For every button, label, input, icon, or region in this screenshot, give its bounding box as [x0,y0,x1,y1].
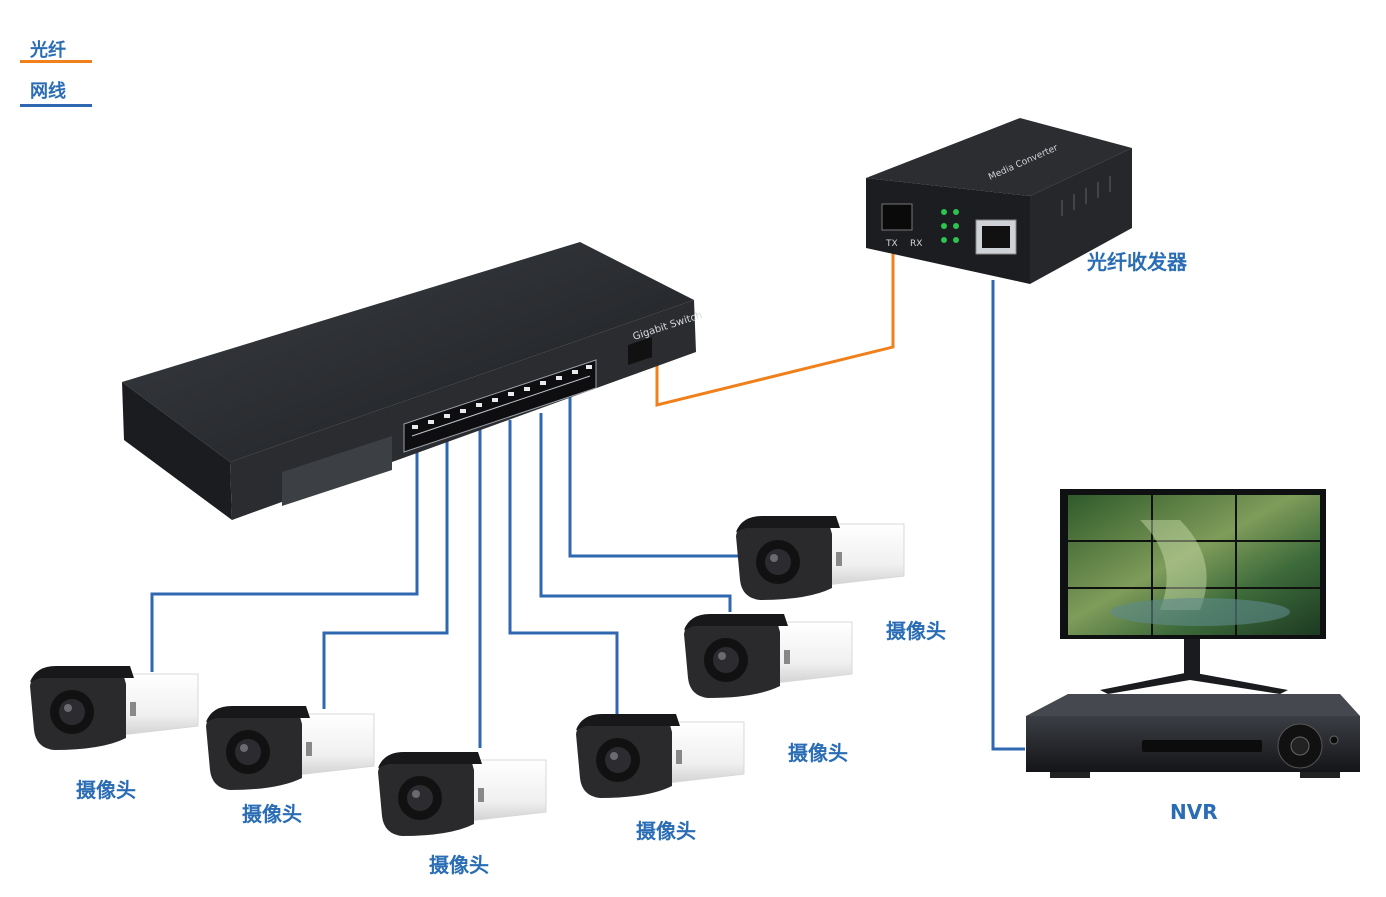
camera-4 [575,713,745,799]
nvr-recorder [1026,694,1360,778]
nvr-label: NVR [1170,800,1218,824]
camera-1 [29,665,199,751]
monitor [1060,489,1326,694]
camera-label-4: 摄像头 [636,819,696,843]
converter-tx-text: TX [885,239,898,249]
camera-3 [377,751,547,837]
converter-rx-text: RX [910,239,922,249]
camera-5 [683,613,853,699]
media-converter: TX RX Media Converter [866,118,1132,284]
legend-fiber-label: 光纤 [30,40,66,61]
legend-fiber-line [20,60,92,63]
gigabit-switch: Gigabit Switch [122,242,704,520]
camera-6 [735,515,905,601]
camera-label-6: 摄像头 [886,619,946,643]
camera-label-5: 摄像头 [788,741,848,765]
camera-label-3: 摄像头 [429,853,489,877]
camera-label-2: 摄像头 [242,802,302,826]
camera-2 [205,705,375,791]
cable-camera-5 [539,413,732,612]
fiber-line [655,242,895,407]
cable-camera-2 [322,440,449,709]
legend-cable-line [20,104,92,107]
legend-cable-label: 网线 [30,81,66,102]
camera-label-1: 摄像头 [76,778,136,802]
cable-nvr [991,280,1025,751]
cable-camera-1 [150,440,419,672]
cable-camera-6 [568,396,738,558]
network-cables [150,280,1025,751]
cable-camera-4 [508,420,619,716]
converter-label: 光纤收发器 [1087,250,1187,274]
